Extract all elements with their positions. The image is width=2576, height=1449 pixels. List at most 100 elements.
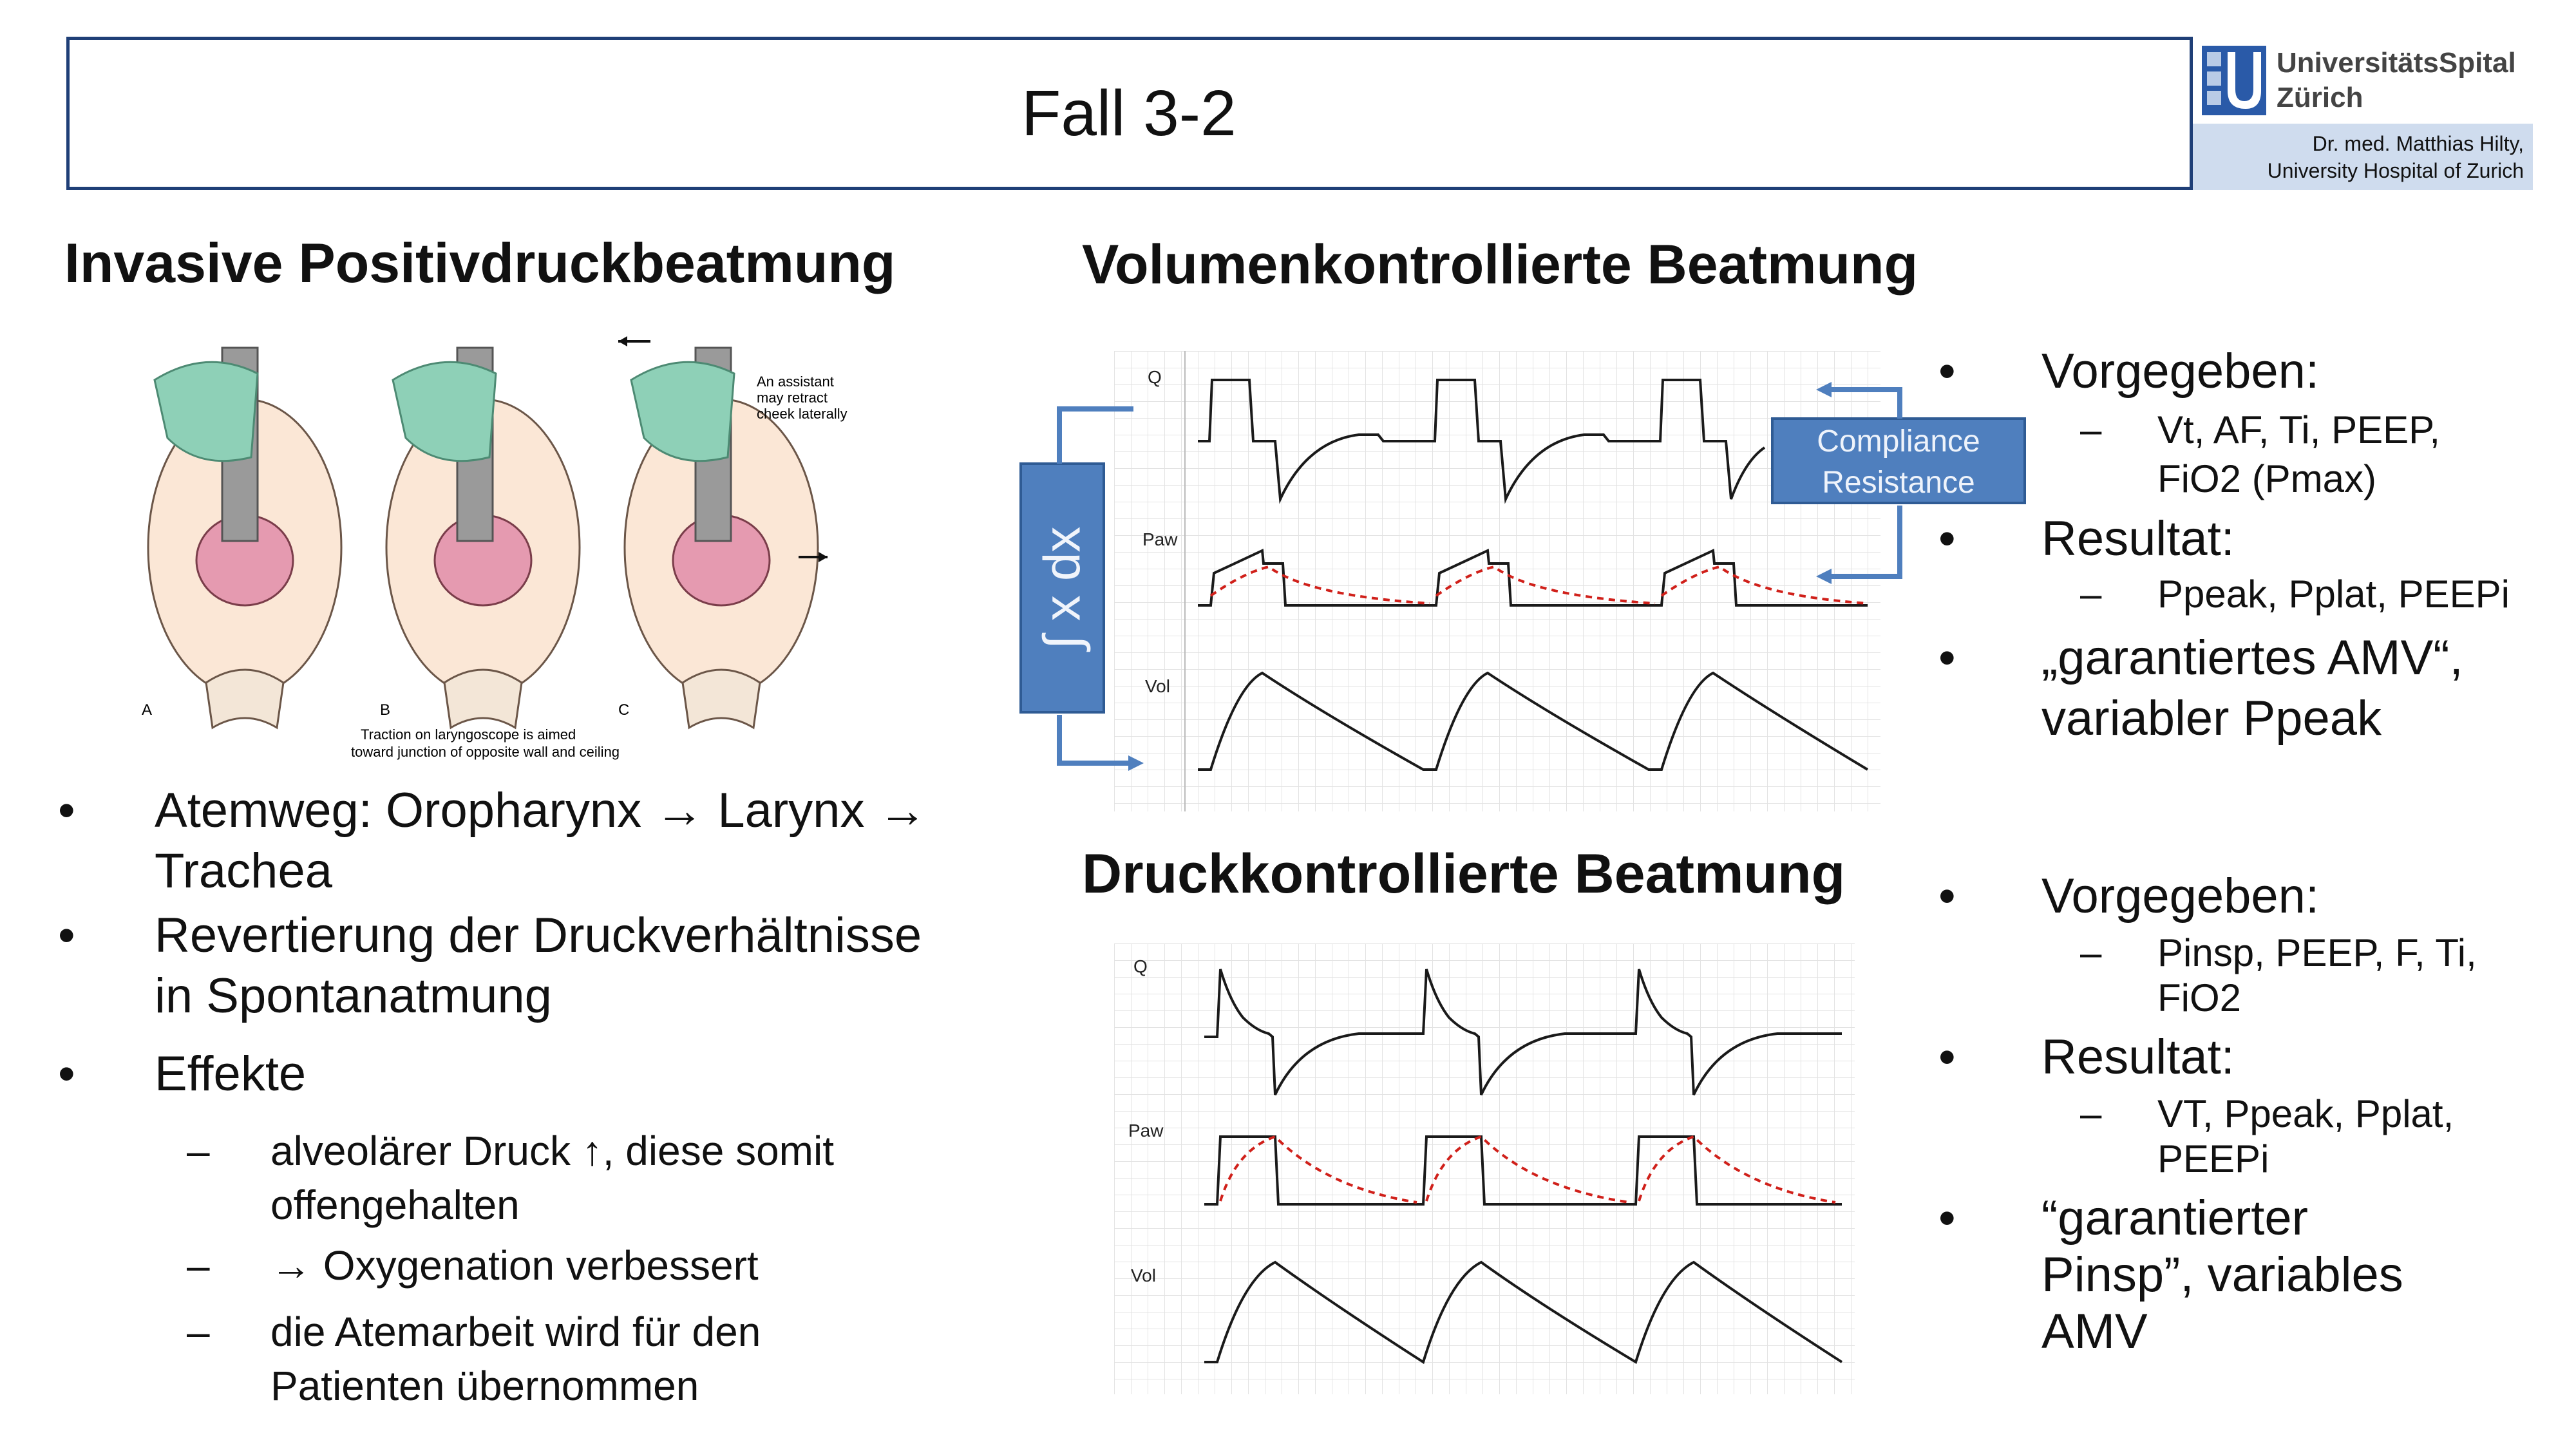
- left-bullet-3: • Effekte: [58, 1044, 1011, 1112]
- pressure-vorgegeben-sub-line-1: Pinsp, PEEP, F, Ti,: [2157, 931, 2477, 974]
- dash-icon: –: [187, 1242, 210, 1289]
- dash-icon: –: [2080, 931, 2102, 974]
- left-sub-1-line-2: offengehalten: [270, 1182, 520, 1228]
- bullet-dot-icon: •: [58, 908, 75, 963]
- volume-resultat-label: Resultat:: [2041, 511, 2235, 566]
- assistant-note-line-2: may retract: [757, 390, 828, 406]
- resistance-label: Resistance: [1822, 466, 1975, 500]
- bullet-dot-icon: •: [58, 1046, 75, 1101]
- arrow-left-icon: [1816, 569, 1832, 584]
- bullet-dot-icon: •: [1938, 511, 1956, 566]
- logo-name-line-1: UniversitätsSpital: [2277, 47, 2516, 79]
- arrow-left-icon: [1816, 382, 1832, 397]
- pressure-sub-vorgegeben: – Pinsp, PEEP, F, Ti, FiO2: [1938, 931, 2557, 1027]
- volume-vorgegeben-sub-line-2: FiO2 (Pmax): [2157, 457, 2377, 500]
- volume-vorgegeben-sub-line-1: Vt, AF, Ti, PEEP,: [2157, 408, 2441, 451]
- logo-name-line-2: Zürich: [2277, 82, 2363, 113]
- wave-label-q: Q: [1133, 956, 1148, 976]
- left-bullet-1-line-1: Atemweg: Oropharynx → Larynx →: [155, 783, 927, 838]
- institution-logo: UniversitätsSpital Zürich Dr. med. Matth…: [2190, 37, 2533, 190]
- slide-title: Fall 3-2: [1021, 77, 1236, 149]
- left-bullet-2-line-2: in Spontanatmung: [155, 969, 552, 1023]
- panel-b-label: B: [380, 701, 390, 719]
- wave-label-paw: Paw: [1128, 1121, 1164, 1141]
- left-sub-2: – → Oxygenation verbessert: [187, 1238, 992, 1305]
- dash-icon: –: [187, 1128, 210, 1174]
- volume-trace: [1204, 1260, 1843, 1365]
- panel-a-label: A: [142, 701, 152, 719]
- alveolar-pressure-dashed-trace: [1209, 565, 1868, 605]
- logo-panel: UniversitätsSpital Zürich: [2190, 37, 2533, 124]
- left-sub-list: – alveolärer Druck ↑, diese somit offeng…: [187, 1124, 992, 1421]
- integral-arrows: [1057, 406, 1144, 771]
- laryngoscopy-illustration: A B C An assistant may retract cheek lat…: [142, 336, 848, 760]
- heading-volume-controlled: Volumenkontrollierte Beatmung: [1082, 234, 1918, 296]
- usz-emblem-icon: [2202, 46, 2266, 115]
- bullet-dot-icon: •: [1938, 1030, 1956, 1084]
- author-line-2: University Hospital of Zurich: [2267, 159, 2524, 182]
- flow-trace: [1198, 379, 1766, 504]
- left-sub-3-line-2: Patienten übernommen: [270, 1363, 699, 1409]
- pressure-garantie-line-1: “garantierter: [2041, 1191, 2308, 1245]
- left-bullet-2: • Revertierung der Druckverhältnisse in …: [58, 905, 1011, 1050]
- heading-invasive: Invasive Positivdruckbeatmung: [64, 232, 896, 294]
- integral-label-box: ∫ x dx: [1019, 462, 1105, 714]
- compliance-resistance-box: Compliance Resistance: [1771, 417, 2026, 504]
- waveform-grid: [1114, 351, 1880, 811]
- wave-label-q: Q: [1148, 367, 1162, 387]
- alveolar-pressure-dashed-trace: [1219, 1135, 1836, 1204]
- dash-icon: –: [187, 1309, 210, 1355]
- volume-resultat-sub-line: Ppeak, Pplat, PEEPi: [2157, 573, 2510, 616]
- illustration-caption-line-1: Traction on laryngoscope is aimed: [361, 726, 576, 743]
- volume-trace: [1198, 671, 1869, 771]
- waveform-grid: [1114, 943, 1855, 1394]
- wave-label-vol: Vol: [1131, 1265, 1156, 1285]
- author-line-1: Dr. med. Matthias Hilty,: [2312, 132, 2524, 155]
- left-sub-3-line-1: die Atemarbeit wird für den: [270, 1309, 761, 1355]
- illustration-caption-line-2: toward junction of opposite wall and cei…: [351, 744, 620, 760]
- heading-pressure-controlled: Druckkontrollierte Beatmung: [1082, 843, 1846, 905]
- pressure-vorgegeben-label: Vorgegeben:: [2041, 869, 2320, 923]
- compliance-arrows: [1816, 382, 1902, 584]
- left-bullet-2-line-1: Revertierung der Druckverhältnisse: [155, 908, 922, 963]
- bullet-dot-icon: •: [1938, 1191, 1956, 1245]
- left-bullet-1-line-2: Trachea: [155, 844, 332, 898]
- volume-bullet-resultat: • Resultat:: [1938, 509, 2557, 570]
- pressure-controlled-waveform: Q Paw Vol: [1114, 943, 1855, 1394]
- pressure-garantie-line-3: AMV: [2041, 1304, 2148, 1359]
- pressure-resultat-label: Resultat:: [2041, 1030, 2235, 1084]
- volume-controlled-waveform: Q Paw Vol: [1114, 351, 1880, 811]
- panel-c-label: C: [618, 701, 629, 719]
- pressure-bullet-resultat: • Resultat:: [1938, 1027, 2557, 1092]
- author-credit: Dr. med. Matthias Hilty, University Hosp…: [2190, 124, 2533, 190]
- bullet-dot-icon: •: [1938, 344, 1956, 399]
- logo-name: UniversitätsSpital Zürich: [2277, 46, 2516, 115]
- assistant-note-line-3: cheek laterally: [757, 406, 848, 422]
- pressure-bullet-list: • Vorgegeben: – Pinsp, PEEP, F, Ti, FiO2…: [1938, 866, 2557, 1368]
- dash-icon: –: [2080, 573, 2102, 616]
- volume-bullet-garantie: • „garantiertes AMV“, variabler Ppeak: [1938, 628, 2557, 757]
- bullet-dot-icon: •: [58, 783, 75, 838]
- bullet-dot-icon: •: [1938, 630, 1956, 685]
- panel-b: B: [380, 346, 581, 730]
- volume-sub-vorgegeben: – Vt, AF, Ti, PEEP, FiO2 (Pmax): [1938, 406, 2557, 509]
- left-bullet-1: • Atemweg: Oropharynx → Larynx → Trachea: [58, 781, 1011, 909]
- panel-c: C An assistant may retract cheek lateral…: [618, 336, 848, 730]
- pressure-bullet-vorgegeben: • Vorgegeben:: [1938, 866, 2557, 931]
- volume-bullet-list: • Vorgegeben: – Vt, AF, Ti, PEEP, FiO2 (…: [1938, 341, 2557, 757]
- compliance-label: Compliance: [1817, 424, 1980, 459]
- pressure-vorgegeben-sub-line-2: FiO2: [2157, 976, 2242, 1019]
- arrow-right-icon: [1128, 755, 1144, 771]
- pressure-trace: [1204, 1135, 1842, 1206]
- volume-garantie-line-1: „garantiertes AMV“,: [2041, 630, 2463, 685]
- left-bullet-3-line-1: Effekte: [155, 1046, 307, 1101]
- dash-icon: –: [2080, 1092, 2102, 1135]
- wave-label-paw: Paw: [1142, 529, 1178, 549]
- left-bullet-list: • Atemweg: Oropharynx → Larynx → Trachea…: [58, 781, 1011, 1112]
- pressure-garantie-line-2: Pinsp”, variables: [2041, 1247, 2403, 1302]
- bullet-dot-icon: •: [1938, 869, 1956, 923]
- volume-vorgegeben-label: Vorgegeben:: [2041, 344, 2320, 399]
- pressure-bullet-garantie: • “garantierter Pinsp”, variables AMV: [1938, 1188, 2557, 1368]
- volume-garantie-line-2: variabler Ppeak: [2041, 691, 2382, 746]
- left-sub-1: – alveolärer Druck ↑, diese somit offeng…: [187, 1124, 992, 1240]
